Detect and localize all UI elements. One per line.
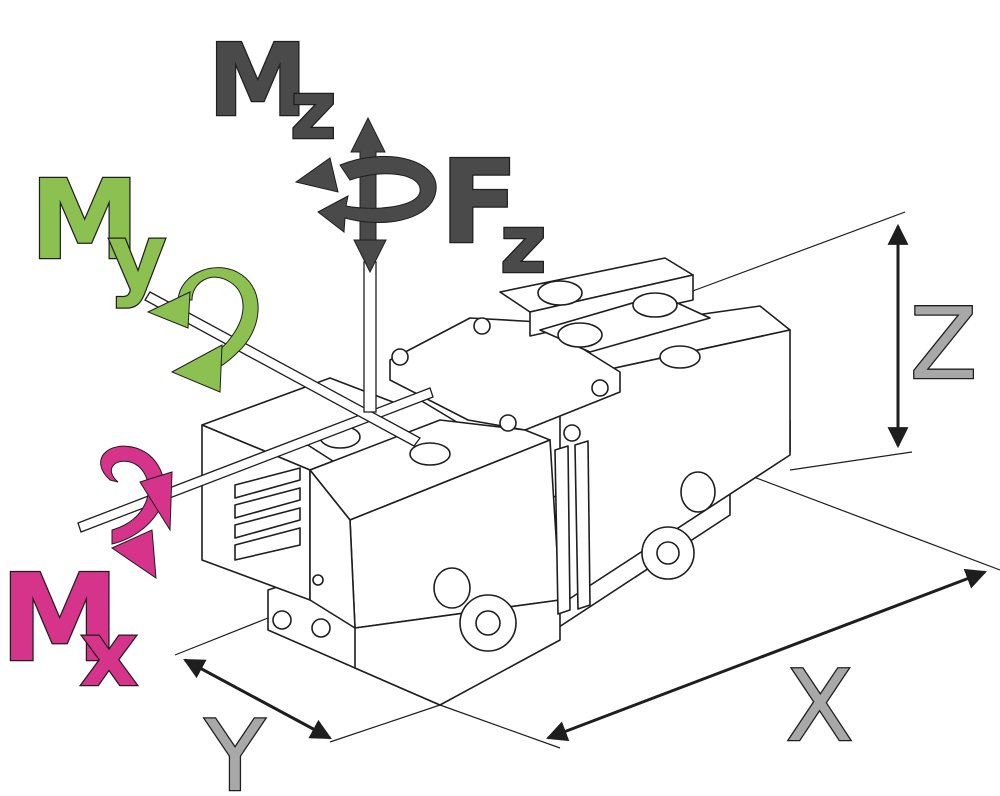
my-axis-rod xyxy=(144,291,421,447)
mz-sub-text: z xyxy=(290,64,337,157)
screw-5 xyxy=(563,424,581,442)
screw-3 xyxy=(591,379,609,397)
mz-main-text: M xyxy=(208,22,308,139)
gripper-body xyxy=(201,257,791,706)
mx-arrow-tail-icon xyxy=(110,529,157,580)
y-dimension-arrow xyxy=(183,658,332,740)
dimension-arrows xyxy=(183,223,987,742)
label-my: M y xyxy=(29,155,168,312)
hole-2 xyxy=(632,292,678,318)
side-hole xyxy=(680,471,716,513)
z-axis-label: Z xyxy=(910,288,977,402)
dimension-lines xyxy=(174,211,1000,749)
mx-sub-text: x xyxy=(80,602,138,707)
fz-axis-rod xyxy=(363,261,377,413)
mz-rotation-icon xyxy=(317,155,437,233)
z-ext-top xyxy=(689,211,906,293)
my-arrow xyxy=(146,267,259,393)
label-mz: M z xyxy=(207,21,338,159)
screw-2 xyxy=(391,348,409,366)
base-screw-1 xyxy=(272,610,292,630)
label-mx: M x xyxy=(0,549,139,709)
small-hole xyxy=(312,574,324,586)
x-axis-label: X xyxy=(786,650,853,764)
label-fz: F z xyxy=(439,135,548,293)
gear-slot-4 xyxy=(234,527,301,561)
x-ext-left xyxy=(439,704,561,749)
mx-rotation-icon xyxy=(100,445,165,545)
hole-3 xyxy=(557,322,603,348)
gear-slot-1 xyxy=(234,467,301,499)
mx-arrow-head-icon xyxy=(139,471,173,532)
hole-1 xyxy=(537,280,583,306)
z-ext-bottom xyxy=(789,451,913,471)
front-bolt-inner xyxy=(475,610,501,636)
mx-arrow xyxy=(100,445,173,580)
my-arrow-head-icon xyxy=(146,291,191,329)
screw-1 xyxy=(473,317,491,335)
fz-arrow-down-icon xyxy=(353,239,387,274)
front-hole xyxy=(433,567,471,609)
fz-sub-text: z xyxy=(500,198,547,291)
x-ext-right xyxy=(729,467,1000,571)
hole-4 xyxy=(659,345,701,369)
y-ext-right xyxy=(329,704,441,743)
front-slot-right xyxy=(574,440,591,610)
front-slot-left xyxy=(554,445,571,615)
gear-slot-2 xyxy=(234,487,301,519)
screw-4 xyxy=(499,414,517,432)
mz-fz-arrows xyxy=(294,116,437,274)
my-sub-text: y xyxy=(108,205,167,310)
mx-main-text: M xyxy=(0,550,119,689)
x-dimension-arrow xyxy=(546,568,987,742)
gear-slot-3 xyxy=(234,507,301,539)
my-main-text: M xyxy=(30,156,139,284)
my-arrow-tail-icon xyxy=(170,344,223,393)
y-ext-left xyxy=(174,617,269,656)
hole-5 xyxy=(409,442,451,466)
base-screw-2 xyxy=(311,618,331,638)
mz-arrow-head-icon xyxy=(294,157,339,193)
y-axis-label: Y xyxy=(204,700,266,796)
side-bolt-inner xyxy=(656,541,680,565)
fz-main-text: F xyxy=(440,136,519,270)
